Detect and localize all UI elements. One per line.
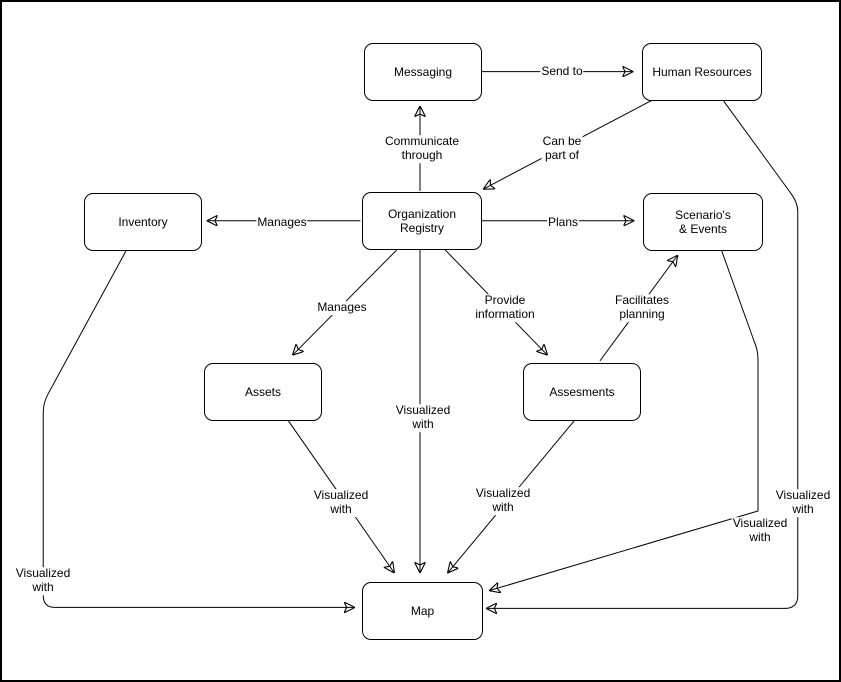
node-assesments: Assesments (523, 363, 641, 421)
edge-label-visualized-with-scenarios: Visualized with (731, 516, 789, 545)
node-human-resources: Human Resources (642, 43, 762, 101)
node-inventory: Inventory (84, 193, 202, 251)
edge-label-visualized-with-registry: Visualized with (394, 403, 452, 432)
edge-label-provide-information: Provide information (474, 293, 536, 322)
node-organization-registry: Organization Registry (362, 192, 482, 250)
edge-label-visualized-with-inventory: Visualized with (14, 566, 72, 595)
edge-label-can-be-part-of: Can be part of (541, 134, 583, 163)
node-map: Map (362, 582, 483, 640)
edge-label-visualized-with-assesments: Visualized with (474, 486, 532, 515)
node-scenarios-events: Scenario's & Events (643, 193, 763, 251)
node-messaging: Messaging (364, 43, 482, 101)
node-assets: Assets (204, 363, 322, 421)
edge-inventory-to-map (42, 249, 354, 608)
edge-label-manages-inventory: Manages (256, 215, 308, 230)
edge-label-visualized-with-hr: Visualized with (774, 488, 832, 517)
edge-scenarios-events-to-map (490, 249, 759, 591)
edge-label-send-to: Send to (540, 64, 584, 79)
edge-label-communicate-through: Communicate through (383, 134, 461, 163)
edge-human-resources-to-map (487, 100, 799, 608)
edge-label-facilitates-planning: Facilitates planning (613, 293, 671, 322)
edge-label-manages-assets: Manages (316, 300, 368, 315)
edge-label-visualized-with-assets: Visualized with (312, 488, 370, 517)
edge-label-plans: Plans (546, 215, 580, 230)
